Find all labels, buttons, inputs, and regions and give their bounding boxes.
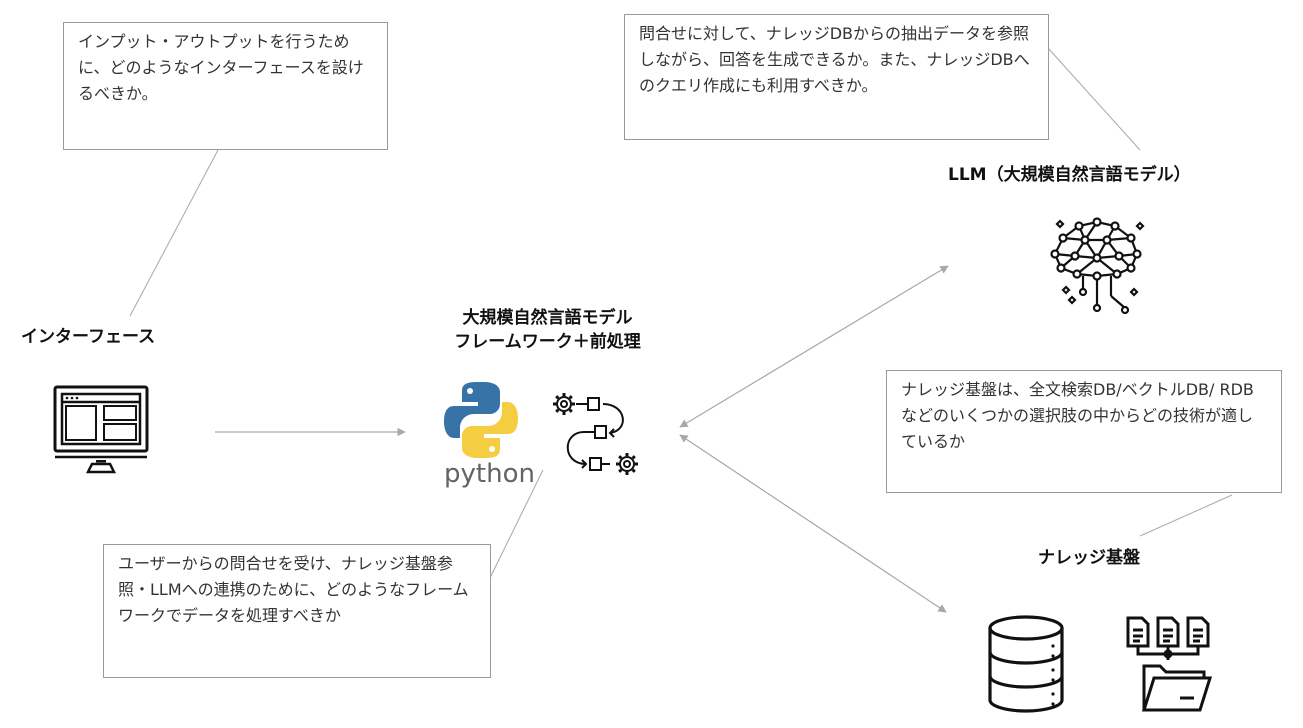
interface-note-callout [129, 149, 219, 317]
knowledge-note-callout [1139, 494, 1233, 537]
framework-note-callout [489, 469, 544, 579]
python-wordmark: python [444, 459, 535, 488]
llm-label: LLM（大規模自然言語モデル） [948, 165, 1191, 185]
framework-label: 大規模自然言語モデル フレームワーク＋前処理 [430, 306, 665, 354]
interface-label: インターフェース [21, 327, 156, 347]
llm-question-note: 問合せに対して、ナレッジDBからの抽出データを参照しながら、回答を生成できるか。… [624, 14, 1049, 140]
workflow-gears-icon [553, 393, 638, 475]
desktop-monitor-icon [53, 385, 149, 474]
knowledge-question-note: ナレッジ基盤は、全文検索DB/ベクトルDB/ RDBなどのいくつかの選択肢の中か… [886, 370, 1282, 493]
neural-brain-icon [1050, 217, 1145, 315]
interface-question-note: インプット・アウトプットを行うために、どのようなインターフェースを設けるべきか。 [63, 22, 388, 150]
knowledge-label: ナレッジ基盤 [1038, 548, 1140, 568]
framework-llm-arrow [679, 265, 949, 428]
database-icon [988, 615, 1064, 713]
framework-label-line1: 大規模自然言語モデル [462, 308, 633, 328]
llm-note-callout [1047, 47, 1141, 151]
documents-folder-icon [1126, 616, 1213, 712]
framework-label-line2: フレームワーク＋前処理 [454, 332, 641, 352]
framework-question-note: ユーザーからの問合せを受け、ナレッジ基盤参照・LLMへの連携のために、どのような… [103, 544, 491, 678]
framework-knowledge-arrow [679, 434, 947, 613]
python-logo-icon: python [444, 382, 535, 488]
